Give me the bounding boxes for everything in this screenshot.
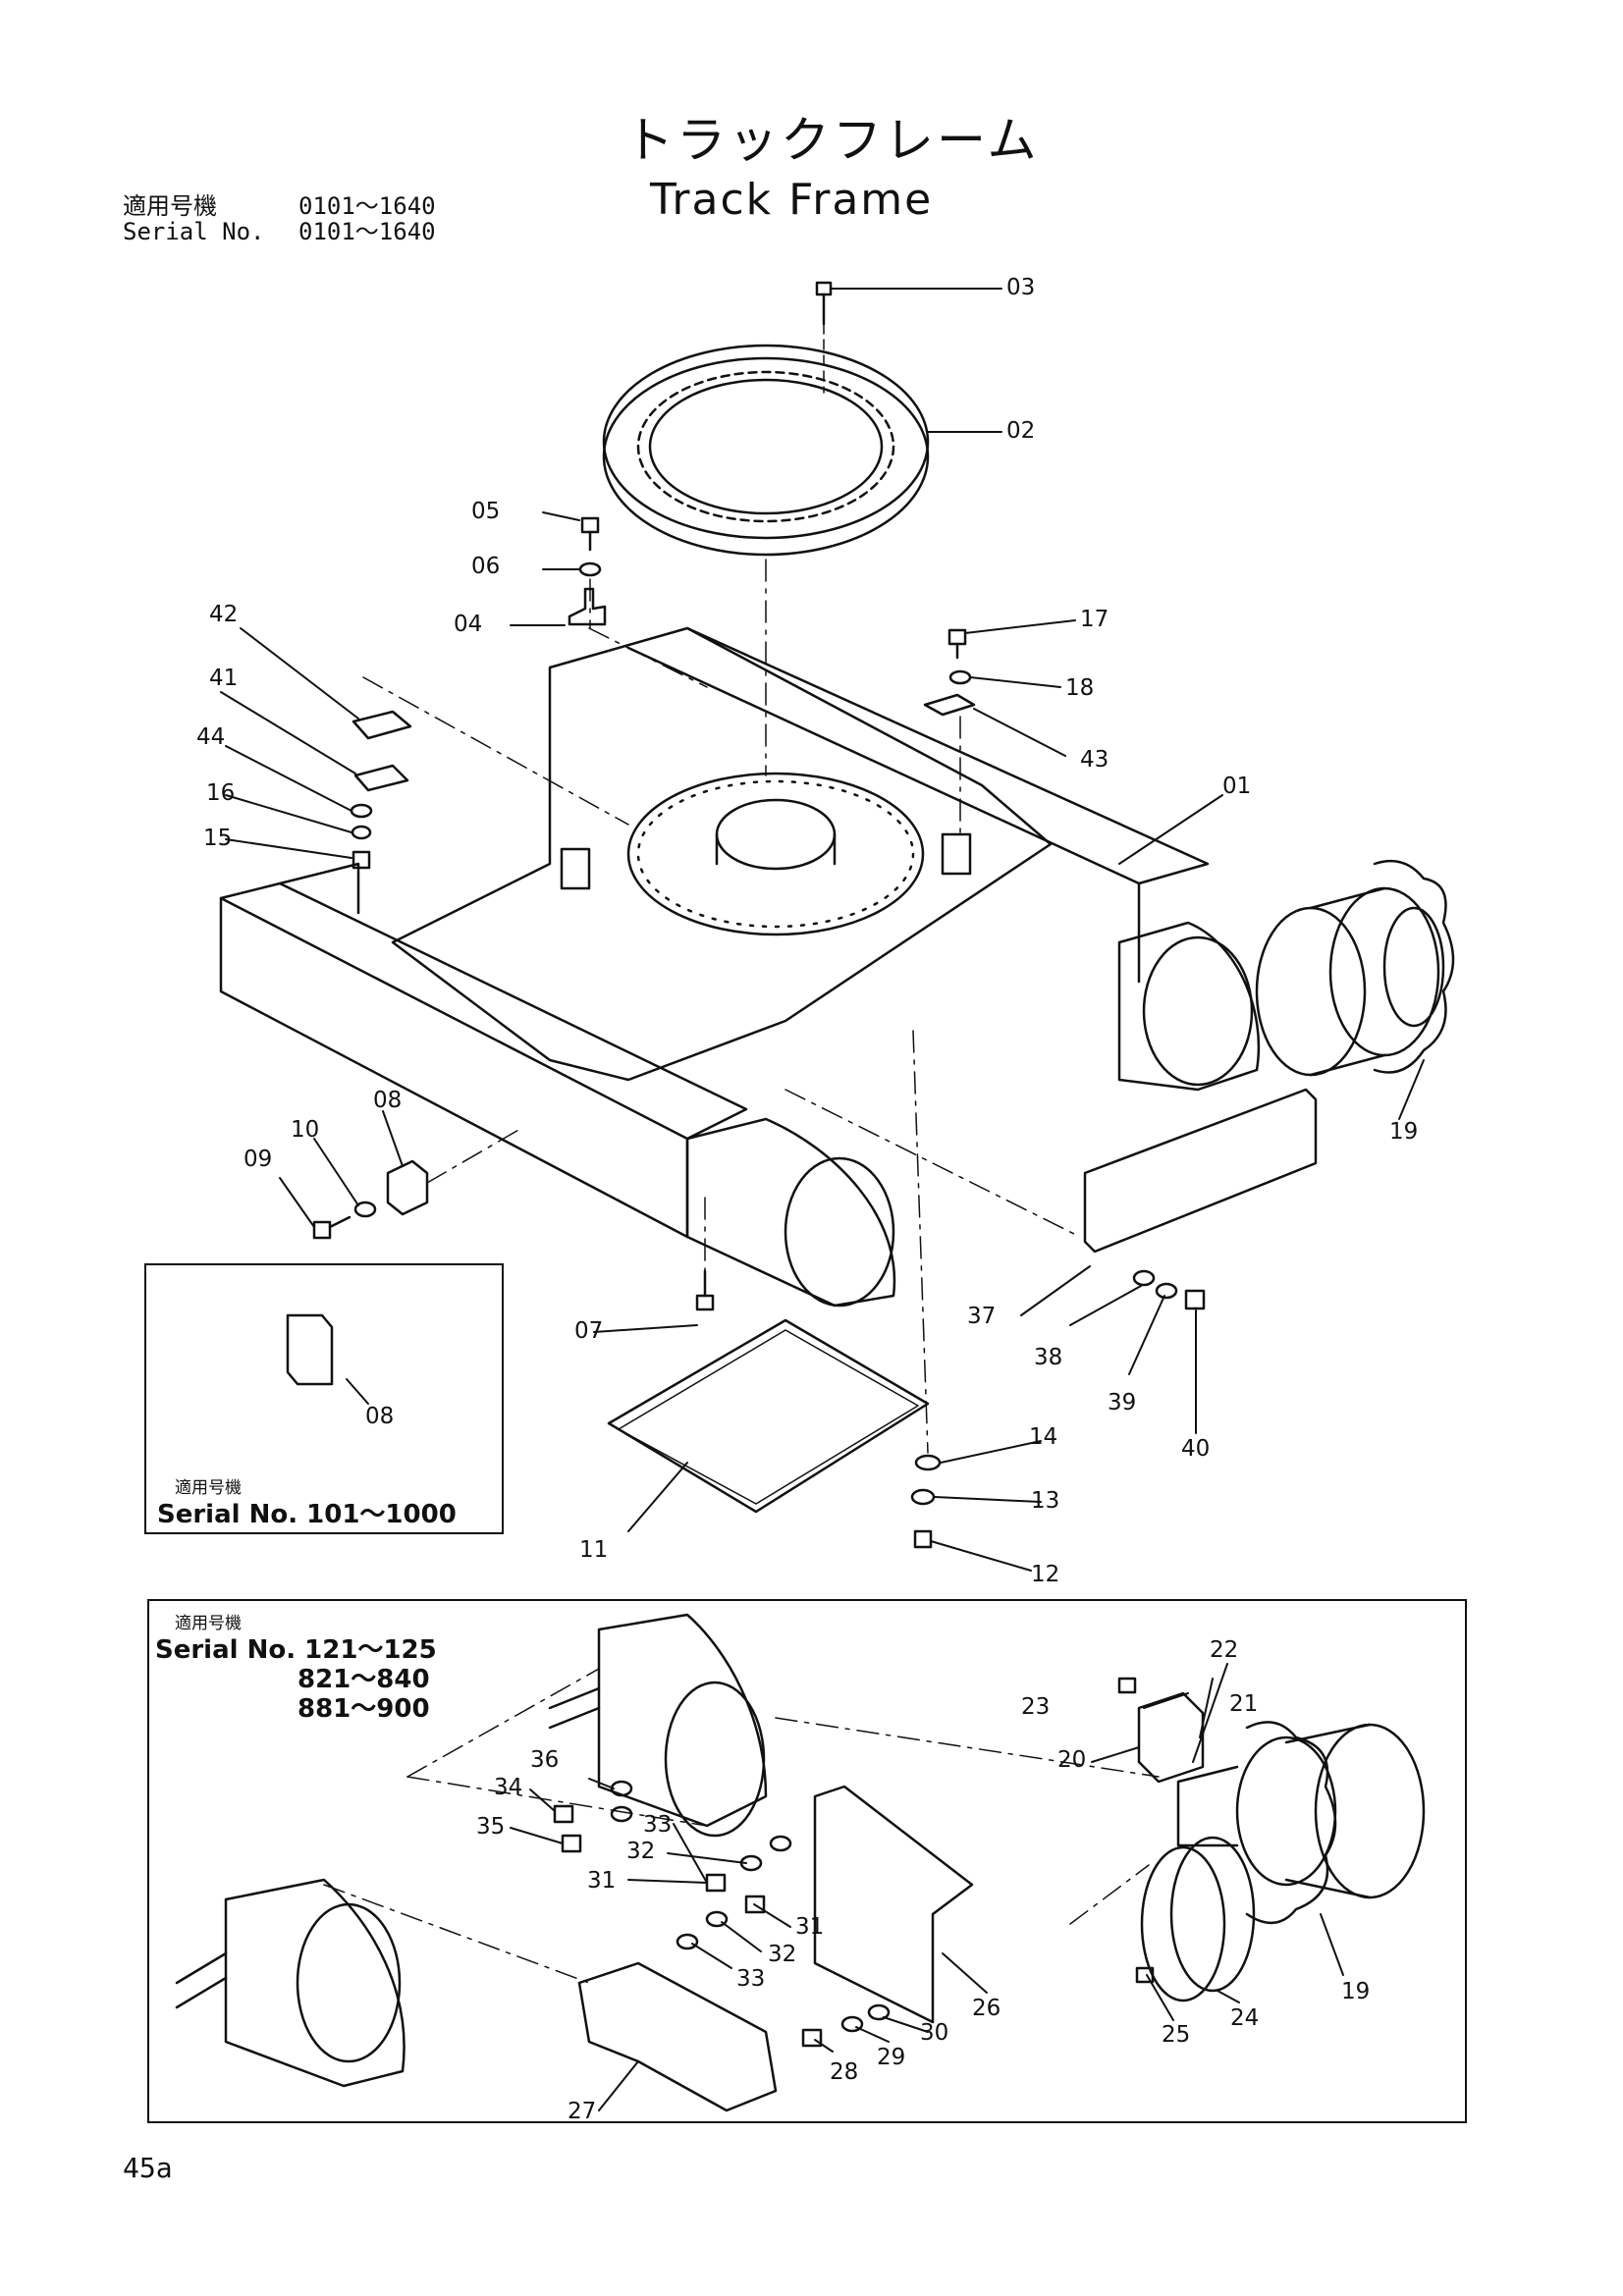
plate-37: [1083, 1088, 1318, 1254]
callout-19: 19: [1389, 1119, 1419, 1145]
washer-18: [948, 669, 972, 685]
callout-40: 40: [1181, 1436, 1211, 1462]
washer-39: [1155, 1282, 1178, 1300]
callout-inset-36: 36: [530, 1747, 560, 1773]
cover-08: [386, 1159, 429, 1216]
inset-cover-08: [286, 1313, 334, 1386]
callout-42: 42: [209, 602, 239, 627]
callout-16: 16: [206, 780, 236, 806]
inset-box-small: [144, 1263, 504, 1534]
callout-39: 39: [1108, 1390, 1137, 1415]
callout-inset-20: 20: [1057, 1747, 1087, 1773]
travel-motor-sprocket: [1255, 859, 1455, 1077]
callout-inset-31a: 31: [587, 1868, 617, 1894]
bolt-15: [352, 850, 371, 870]
serial-label-jp: 適用号機: [123, 192, 217, 220]
bolt-03: [815, 281, 833, 394]
washer-13: [910, 1488, 936, 1506]
serial-range-2: 0101～1640: [298, 218, 436, 245]
bolt-05: [580, 516, 600, 552]
bolt-09: [312, 1215, 352, 1240]
washer-06: [578, 561, 602, 577]
callout-12: 12: [1031, 1562, 1060, 1587]
inset-large-serial-1: Serial No. 121～125: [155, 1635, 437, 1665]
callout-11: 11: [579, 1537, 609, 1563]
callout-inset-29: 29: [877, 2045, 906, 2070]
bolt-12: [913, 1529, 933, 1549]
callout-inset-23: 23: [1021, 1694, 1051, 1720]
callout-inset-27: 27: [568, 2099, 597, 2124]
callout-inset-31b: 31: [795, 1914, 825, 1940]
washer-10: [353, 1201, 377, 1218]
plate-43: [923, 693, 976, 717]
callout-inset-32b: 32: [768, 1942, 797, 1967]
callout-15: 15: [203, 826, 233, 851]
title-english: Track Frame: [650, 175, 934, 225]
under-cover-11: [607, 1318, 930, 1514]
callout-05: 05: [471, 499, 501, 524]
serial-range-1: 0101～1640: [298, 192, 436, 220]
callout-inset-28: 28: [830, 2059, 859, 2085]
callout-09: 09: [243, 1147, 273, 1172]
callout-44: 44: [196, 724, 226, 750]
callout-inset-35: 35: [476, 1814, 506, 1840]
washer-44: [350, 803, 373, 819]
washer-38: [1132, 1269, 1156, 1287]
callout-08: 08: [373, 1088, 403, 1113]
callout-inset-22: 22: [1210, 1637, 1239, 1663]
callout-38: 38: [1034, 1345, 1063, 1370]
callout-inset-21: 21: [1229, 1691, 1259, 1717]
serial-label-en: Serial No.: [123, 218, 265, 245]
callout-10: 10: [291, 1117, 320, 1143]
callout-17: 17: [1080, 607, 1109, 632]
callout-inset-24: 24: [1230, 2005, 1260, 2031]
bolt-07: [695, 1269, 715, 1311]
inset-large-serial-2: 821～840: [298, 1665, 430, 1694]
callout-41: 41: [209, 666, 239, 691]
callout-inset-33b: 33: [736, 1966, 766, 1992]
inset-small-serial: Serial No. 101～1000: [157, 1500, 457, 1529]
callout-inset-25: 25: [1162, 2022, 1191, 2048]
inset-small-part-08: 08: [365, 1404, 395, 1429]
bracket-04: [568, 587, 607, 626]
callout-03: 03: [1006, 275, 1036, 300]
callout-13: 13: [1031, 1488, 1060, 1514]
swing-bearing-ring: [602, 344, 930, 557]
washer-16: [351, 825, 372, 840]
callout-04: 04: [454, 612, 483, 637]
callout-inset-34: 34: [494, 1775, 523, 1800]
callout-inset-26: 26: [972, 1996, 1001, 2021]
callout-07: 07: [574, 1318, 604, 1344]
page-number: 45a: [123, 2152, 173, 2184]
callout-14: 14: [1029, 1424, 1058, 1450]
callout-inset-19: 19: [1341, 1979, 1371, 2004]
bolt-40: [1184, 1289, 1206, 1310]
callout-37: 37: [967, 1304, 997, 1329]
inset-large-serial-3: 881～900: [298, 1694, 430, 1724]
inset-drive-assembly: [175, 1613, 1426, 2112]
callout-inset-33a: 33: [643, 1812, 673, 1838]
inset-small-label-jp: 適用号機: [175, 1478, 242, 1498]
callout-18: 18: [1065, 675, 1095, 701]
inset-box-large: [147, 1599, 1467, 2123]
washer-14: [914, 1454, 942, 1471]
callout-inset-30: 30: [920, 2020, 949, 2046]
bolt-17: [947, 628, 967, 660]
title-japanese: トラックフレーム: [624, 112, 1040, 169]
callout-01: 01: [1222, 774, 1252, 799]
callout-06: 06: [471, 554, 501, 579]
plate-42: [352, 710, 412, 740]
callout-02: 02: [1006, 418, 1036, 444]
inset-large-label-jp: 適用号機: [175, 1614, 242, 1633]
callout-43: 43: [1080, 747, 1109, 773]
callout-inset-32a: 32: [626, 1839, 656, 1864]
plate-41: [353, 764, 409, 792]
track-frame: [219, 626, 1261, 1308]
